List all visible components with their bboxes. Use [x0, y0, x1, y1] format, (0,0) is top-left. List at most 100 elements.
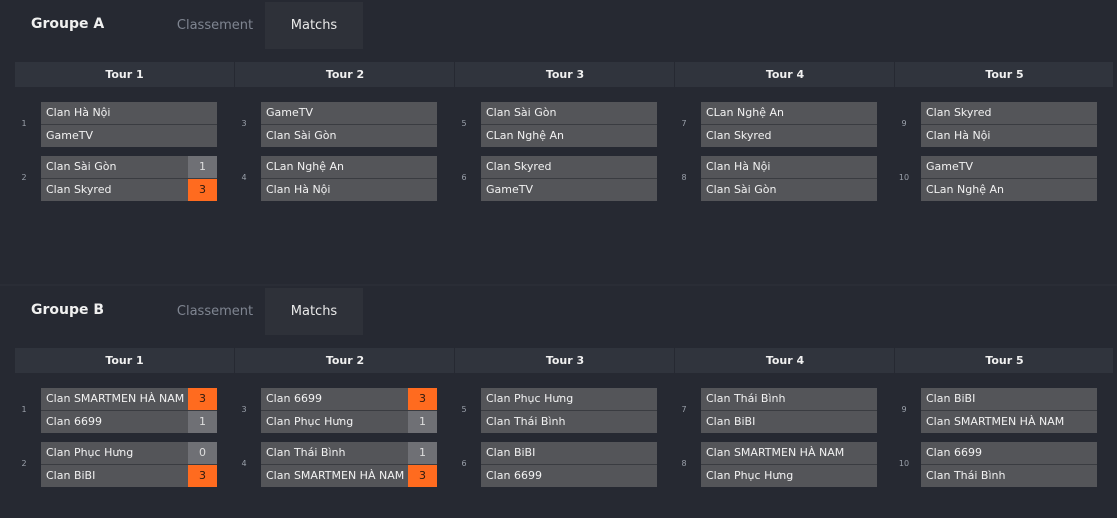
team-row[interactable]: Clan Thái Bình: [481, 411, 657, 433]
team-row[interactable]: Clan Skyred: [481, 156, 657, 178]
team-name: Clan 6699: [46, 415, 102, 428]
team-row[interactable]: CLan Nghệ An: [481, 125, 657, 147]
team-name: CLan Nghệ An: [926, 183, 1004, 196]
team-row[interactable]: GameTV: [41, 125, 217, 147]
team-row[interactable]: Clan Sài Gòn: [481, 102, 657, 124]
team-row[interactable]: Clan Hà Nội: [41, 102, 217, 124]
match-number: 3: [241, 405, 247, 414]
team-row[interactable]: Clan Skyred: [701, 125, 877, 147]
score-badge: 1: [188, 156, 217, 178]
match-number: 4: [241, 173, 247, 182]
row-divider: [261, 464, 437, 465]
team-row[interactable]: Clan Hà Nội: [701, 156, 877, 178]
team-name: Clan Phục Hưng: [706, 469, 794, 482]
tab-matchs[interactable]: Matchs: [265, 2, 363, 49]
group-a-section: Groupe A Classement Matchs Tour 1 Tour 2…: [0, 0, 1117, 202]
row-divider: [261, 124, 437, 125]
team-row[interactable]: Clan Sài Gòn 1: [41, 156, 217, 178]
tour-header: Tour 1: [105, 68, 144, 81]
team-row[interactable]: Clan SMARTMEN HÀ NAM: [701, 442, 877, 464]
team-row[interactable]: CLan Nghệ An: [261, 156, 437, 178]
tab-classement[interactable]: Classement: [176, 18, 254, 33]
team-name: Clan Hà Nội: [926, 129, 991, 142]
tab-classement[interactable]: Classement: [176, 304, 254, 319]
team-name: CLan Nghệ An: [486, 129, 564, 142]
match-number: 9: [901, 405, 907, 414]
row-divider: [481, 410, 657, 411]
team-name: Clan Sài Gòn: [706, 183, 777, 196]
team-row[interactable]: Clan 6699: [481, 465, 657, 487]
tab-matchs[interactable]: Matchs: [265, 288, 363, 335]
team-name: Clan SMARTMEN HÀ NAM: [46, 392, 185, 405]
team-name: Clan Skyred: [706, 129, 772, 142]
team-row[interactable]: CLan Nghệ An: [701, 102, 877, 124]
team-row[interactable]: GameTV: [921, 156, 1097, 178]
row-divider: [921, 178, 1097, 179]
team-row[interactable]: CLan Nghệ An: [921, 179, 1097, 201]
match-number: 5: [461, 119, 467, 128]
tour-header: Tour 2: [234, 62, 455, 87]
team-name: Clan Phục Hưng: [266, 415, 354, 428]
team-row[interactable]: Clan BiBI: [921, 388, 1097, 410]
row-divider: [481, 464, 657, 465]
team-name: Clan 6699: [486, 469, 542, 482]
team-name: GameTV: [266, 106, 313, 119]
team-row[interactable]: Clan BiBI: [701, 411, 877, 433]
team-name: Clan Skyred: [926, 106, 992, 119]
score-badge: 0: [188, 442, 217, 464]
team-row[interactable]: Clan Sài Gòn: [261, 125, 437, 147]
team-row[interactable]: Clan Thái Bình: [701, 388, 877, 410]
team-row[interactable]: Clan Sài Gòn: [701, 179, 877, 201]
team-row[interactable]: GameTV: [261, 102, 437, 124]
team-name: Clan Hà Nội: [266, 183, 331, 196]
team-row[interactable]: Clan Hà Nội: [921, 125, 1097, 147]
row-divider: [701, 178, 877, 179]
group-header: Groupe A Classement Matchs: [0, 0, 1117, 50]
match-number: 9: [901, 119, 907, 128]
match-card[interactable]: 4 CLan Nghệ An Clan Hà Nội: [241, 156, 437, 202]
team-row[interactable]: Clan 6699: [921, 442, 1097, 464]
team-row[interactable]: Clan Phục Hưng: [481, 388, 657, 410]
team-name: Clan BiBI: [46, 469, 96, 482]
team-row[interactable]: Clan Phục Hưng: [701, 465, 877, 487]
team-row[interactable]: Clan BiBI: [481, 442, 657, 464]
tour-header: Tour 2: [234, 348, 455, 373]
match-number: 4: [241, 459, 247, 468]
team-row[interactable]: Clan Hà Nội: [261, 179, 437, 201]
team-name: Clan Thái Bình: [486, 415, 566, 428]
team-row[interactable]: Clan Skyred: [921, 102, 1097, 124]
team-row[interactable]: GameTV: [481, 179, 657, 201]
group-b-section: Groupe B Classement Matchs Tour 1 Tour 2…: [0, 286, 1117, 518]
team-name: Clan Sài Gòn: [46, 160, 117, 173]
team-row[interactable]: Clan SMARTMEN HÀ NAM: [921, 411, 1097, 433]
team-row[interactable]: Clan Thái Bình: [921, 465, 1097, 487]
